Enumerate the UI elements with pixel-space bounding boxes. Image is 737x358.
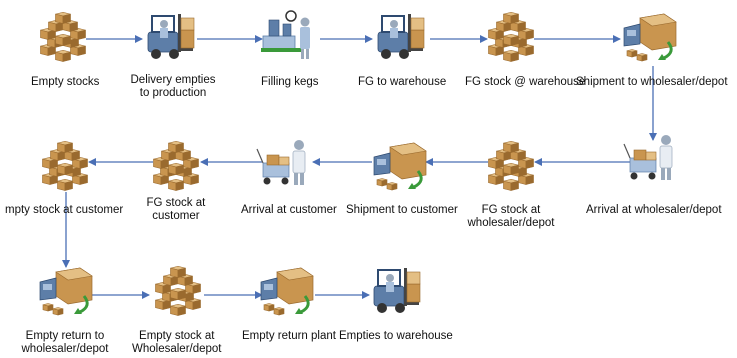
node-label-n2: Delivery empties to production [130,74,216,99]
node-label-n11: FG stock at customer [146,197,206,222]
node-label-n12: mpty stock at customer [5,204,124,216]
forklift-icon [147,14,195,59]
node-label-n4: FG to warehouse [358,76,447,88]
delivery-truck-icon [623,13,677,62]
node-label-n5: FG stock @ warehouse [465,76,586,88]
forklift-icon [377,14,425,59]
node-label-n9: Shipment to customer [346,204,458,216]
node-label-n15: Empty return plant [242,330,336,342]
delivery-truck-icon [260,267,314,316]
boxes-stack-icon [40,11,86,62]
forklift-icon [373,268,421,313]
boxes-stack-icon [153,140,199,191]
hand-truck-icon [623,135,673,180]
node-label-n14: Empty stock at Wholesaler/depot [132,330,222,355]
node-label-n8: FG stock at wholesaler/depot [467,204,555,229]
boxes-stack-icon [155,265,201,316]
node-label-n1: Empty stocks [31,76,100,88]
boxes-stack-icon [42,140,88,191]
node-label-n10: Arrival at customer [241,204,337,216]
hand-truck-icon [256,140,306,185]
node-label-n13: Empty return to wholesaler/depot [21,330,109,355]
node-label-n3: Filling kegs [261,76,319,88]
node-label-n16: Empties to warehouse [339,330,453,342]
filling-machine-icon [261,10,310,59]
boxes-stack-icon [488,11,534,62]
delivery-truck-icon [373,142,427,191]
boxes-stack-icon [488,140,534,191]
delivery-truck-icon [39,267,93,316]
node-label-n7: Arrival at wholesaler/depot [586,204,722,216]
node-label-n6: Shipment to wholesaler/depot [576,76,728,88]
